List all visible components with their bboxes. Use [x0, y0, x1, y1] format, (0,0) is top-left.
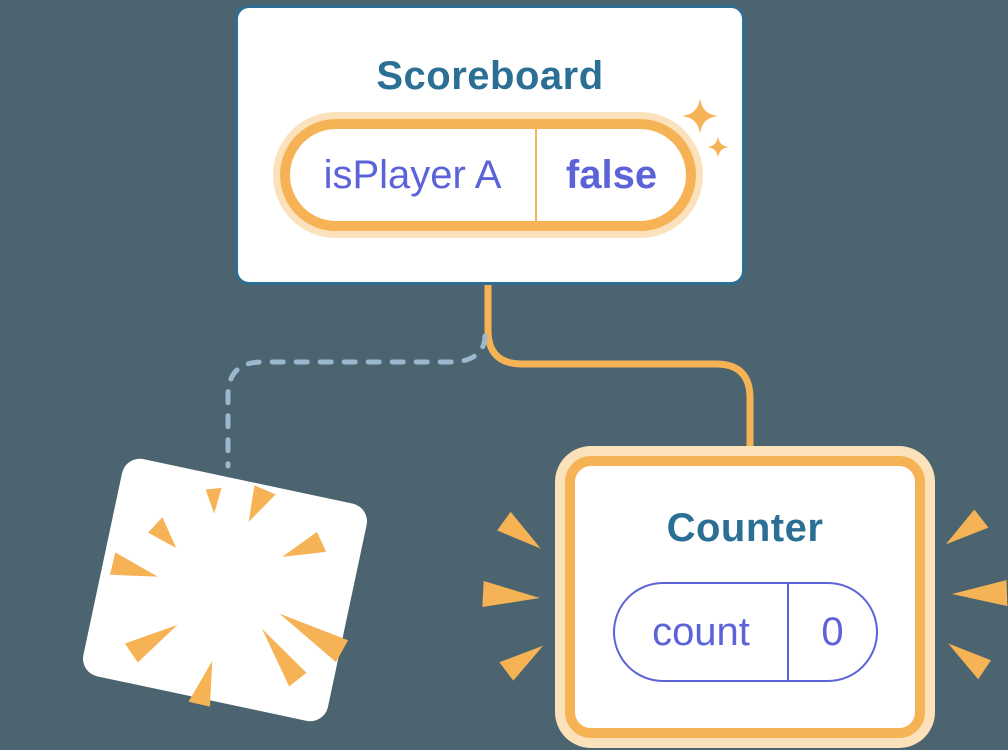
counter-state-value: 0 [821, 609, 844, 654]
preserved-state-connector-line [484, 283, 754, 452]
emphasis-rays-left-icon [482, 511, 544, 681]
counter-component-card: Counter count 0 [565, 456, 925, 738]
counter-pill-divider [787, 584, 789, 680]
scoreboard-state-pill: isPlayer A false [280, 119, 696, 231]
counter-state-pill: count 0 [613, 582, 878, 682]
counter-state-name: count [652, 609, 750, 654]
scoreboard-component-card: Scoreboard isPlayer A false [235, 5, 745, 285]
scoreboard-state-value: false [565, 152, 658, 197]
scoreboard-title: Scoreboard [376, 54, 604, 98]
emphasis-rays-right-icon [945, 509, 1008, 680]
removed-component-card [79, 455, 371, 725]
scoreboard-state-name: isPlayer A [323, 152, 502, 197]
scoreboard-pill-divider [535, 129, 537, 221]
removed-branch-dashed-line [225, 333, 488, 469]
counter-title: Counter [666, 506, 824, 550]
